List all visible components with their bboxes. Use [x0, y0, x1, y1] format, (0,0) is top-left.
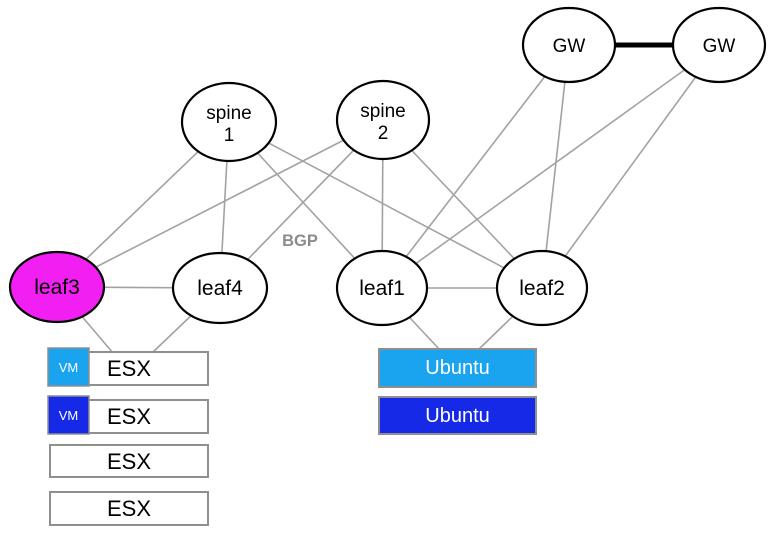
esx4-box	[49, 491, 209, 526]
host-ubuntu1: Ubuntu	[378, 348, 537, 388]
edge-gw2-leaf2	[541, 44, 720, 289]
node-spine1-shape	[180, 81, 278, 163]
esx3-label: ESX	[107, 449, 151, 474]
node-gw1-shape	[521, 6, 617, 84]
node-leaf1-label: leaf1	[359, 277, 405, 300]
node-leaf2-shape	[495, 249, 589, 327]
node-gw1: GW	[521, 6, 617, 84]
edge-spine1-leaf2	[228, 121, 543, 289]
esx2-label: ESX	[107, 404, 151, 429]
node-leaf1: leaf1	[335, 249, 429, 327]
node-gw1-label: GW	[553, 36, 586, 57]
ubuntu1-box	[378, 348, 537, 388]
ubuntu2-box	[378, 396, 537, 435]
esx1-vm-label: VM	[59, 360, 79, 375]
edge-gw1-leaf2	[541, 44, 570, 289]
host-esx3: ESX	[49, 444, 209, 478]
node-leaf4: leaf4	[171, 251, 269, 325]
node-gw2-shape	[671, 6, 767, 84]
edge-spine2-leaf3	[56, 119, 384, 288]
node-leaf1-shape	[335, 249, 429, 327]
esx1-label: ESX	[107, 356, 151, 381]
node-leaf3: leaf3	[8, 250, 106, 324]
node-leaf2-label: leaf2	[519, 277, 565, 300]
node-spine2-shape	[335, 79, 431, 161]
host-ubuntu2: Ubuntu	[378, 396, 537, 435]
esx2-vm-box	[47, 395, 90, 435]
edge-gw2-leaf1	[381, 44, 720, 289]
esx3-box	[49, 444, 209, 478]
edge-gw1-leaf1	[381, 44, 570, 289]
host-esx2: ESX VM	[47, 395, 209, 435]
esx2-vm-label: VM	[59, 408, 79, 423]
node-leaf2: leaf2	[495, 249, 589, 327]
node-leaf4-label: leaf4	[197, 277, 243, 300]
node-leaf3-label: leaf3	[34, 276, 80, 299]
bgp-label: BGP	[282, 232, 318, 250]
node-gw2: GW	[671, 6, 767, 84]
node-leaf4-shape	[171, 251, 269, 325]
ubuntu1-label: Ubuntu	[425, 357, 490, 379]
node-leaf3-shape	[8, 250, 106, 324]
esx1-vm-box	[47, 347, 90, 387]
esx4-label: ESX	[107, 496, 151, 521]
host-esx4: ESX	[49, 491, 209, 526]
host-esx1: ESX VM	[47, 347, 209, 387]
node-gw2-label: GW	[703, 36, 736, 57]
ubuntu2-label: Ubuntu	[425, 405, 490, 427]
